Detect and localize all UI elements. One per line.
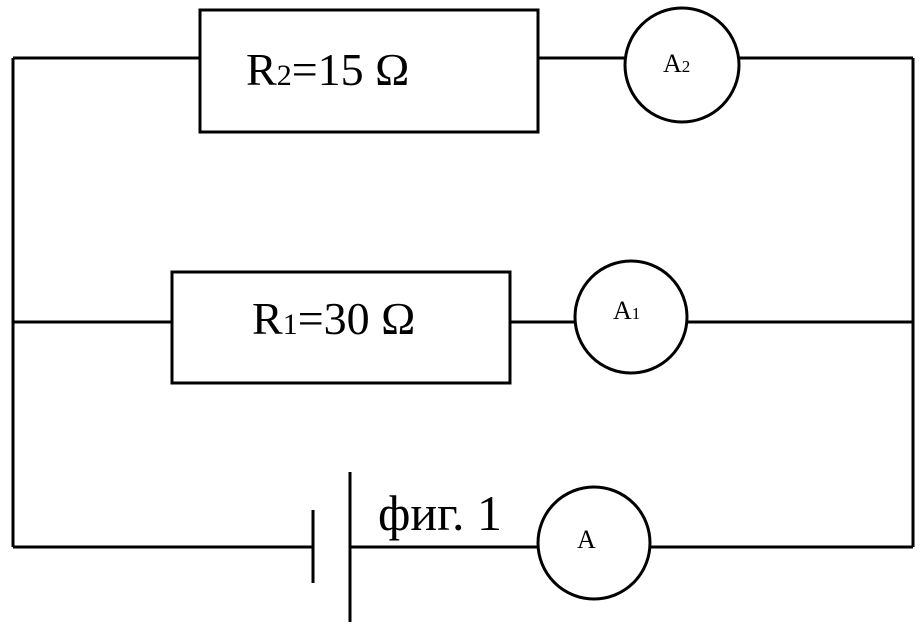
ammeter-a2-name: A [663, 49, 682, 78]
resistor-r1-name: R [252, 293, 283, 344]
resistor-r2 [198, 8, 540, 134]
figure-caption: фиг. 1 [378, 485, 502, 541]
ammeter-a [536, 485, 652, 601]
ammeter-a2 [623, 6, 741, 124]
ammeter-a1 [573, 259, 689, 375]
ammeter-a2-index: 2 [682, 57, 691, 76]
ammeter-a-label: A [577, 525, 596, 554]
resistor-r2-index: 2 [277, 59, 292, 92]
resistor-r1 [170, 270, 512, 385]
ammeter-a1-name: A [613, 296, 632, 325]
ammeter-a-name: A [577, 525, 596, 554]
ammeter-a2-label: A2 [663, 49, 690, 78]
resistor-r1-label: R1=30 Ω [252, 293, 415, 344]
resistor-r1-index: 1 [283, 308, 298, 341]
resistor-r2-value: =15 Ω [292, 44, 410, 95]
resistor-r1-value: =30 Ω [298, 293, 416, 344]
ammeter-a1-label: A1 [613, 296, 640, 325]
resistor-r2-label: R2=15 Ω [246, 44, 409, 95]
resistor-r2-name: R [246, 44, 277, 95]
ammeter-a1-index: 1 [632, 304, 641, 323]
